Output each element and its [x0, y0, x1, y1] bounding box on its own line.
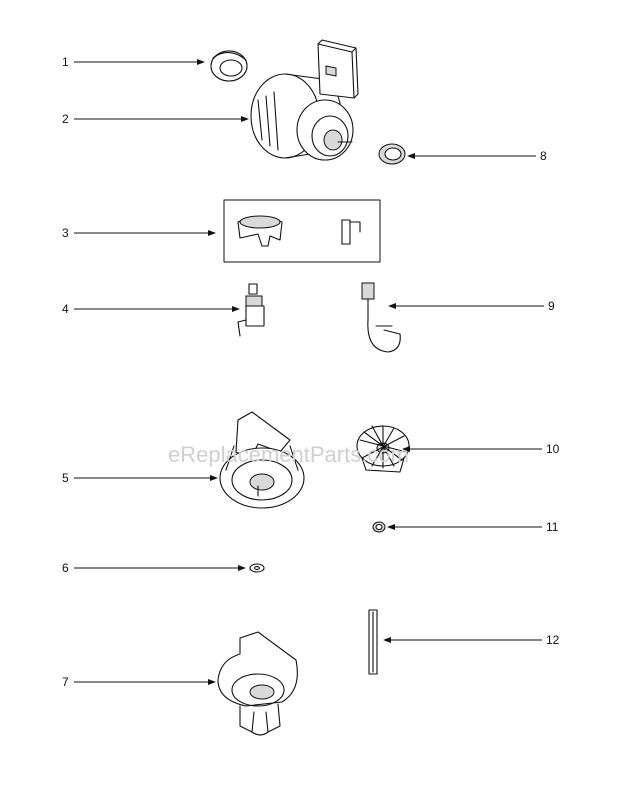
callout-label-4: 4: [62, 302, 69, 316]
part-5-housing: [219, 411, 305, 509]
part-2-motor: [250, 39, 359, 161]
part-6-washer: [249, 563, 265, 573]
part-12-rod: [368, 609, 378, 675]
callout-9: 9: [388, 299, 555, 313]
callout-label-10: 10: [546, 442, 560, 456]
callout-12: 12: [383, 633, 560, 647]
part-3-kit: [223, 199, 381, 263]
callout-label-3: 3: [62, 226, 69, 240]
callout-11: 11: [387, 520, 559, 534]
part-10-fan: [356, 425, 410, 473]
callout-label-8: 8: [540, 149, 547, 163]
callout-3: 3: [62, 226, 216, 240]
callout-6: 6: [62, 561, 246, 575]
callout-label-9: 9: [548, 299, 555, 313]
callout-label-7: 7: [62, 675, 69, 689]
callout-4: 4: [62, 302, 240, 316]
part-9-wire: [361, 282, 401, 353]
callout-label-11: 11: [546, 520, 559, 534]
watermark-text: eReplacementParts.com: [168, 442, 409, 467]
callout-label-2: 2: [62, 112, 69, 126]
callout-label-6: 6: [62, 561, 69, 575]
callout-label-1: 1: [62, 55, 69, 69]
part-11-nut: [372, 521, 386, 533]
callout-5: 5: [62, 471, 218, 485]
callout-10: 10: [402, 442, 560, 456]
part-8-bushing: [378, 143, 406, 165]
part-1-ring: [210, 50, 248, 82]
callout-1: 1: [62, 55, 205, 69]
part-4-lead: [237, 283, 265, 337]
callout-label-5: 5: [62, 471, 69, 485]
callout-label-12: 12: [546, 633, 560, 647]
callout-2: 2: [62, 112, 249, 126]
callout-7: 7: [62, 675, 216, 689]
part-7-housing: [217, 631, 298, 736]
callout-8: 8: [407, 149, 547, 163]
